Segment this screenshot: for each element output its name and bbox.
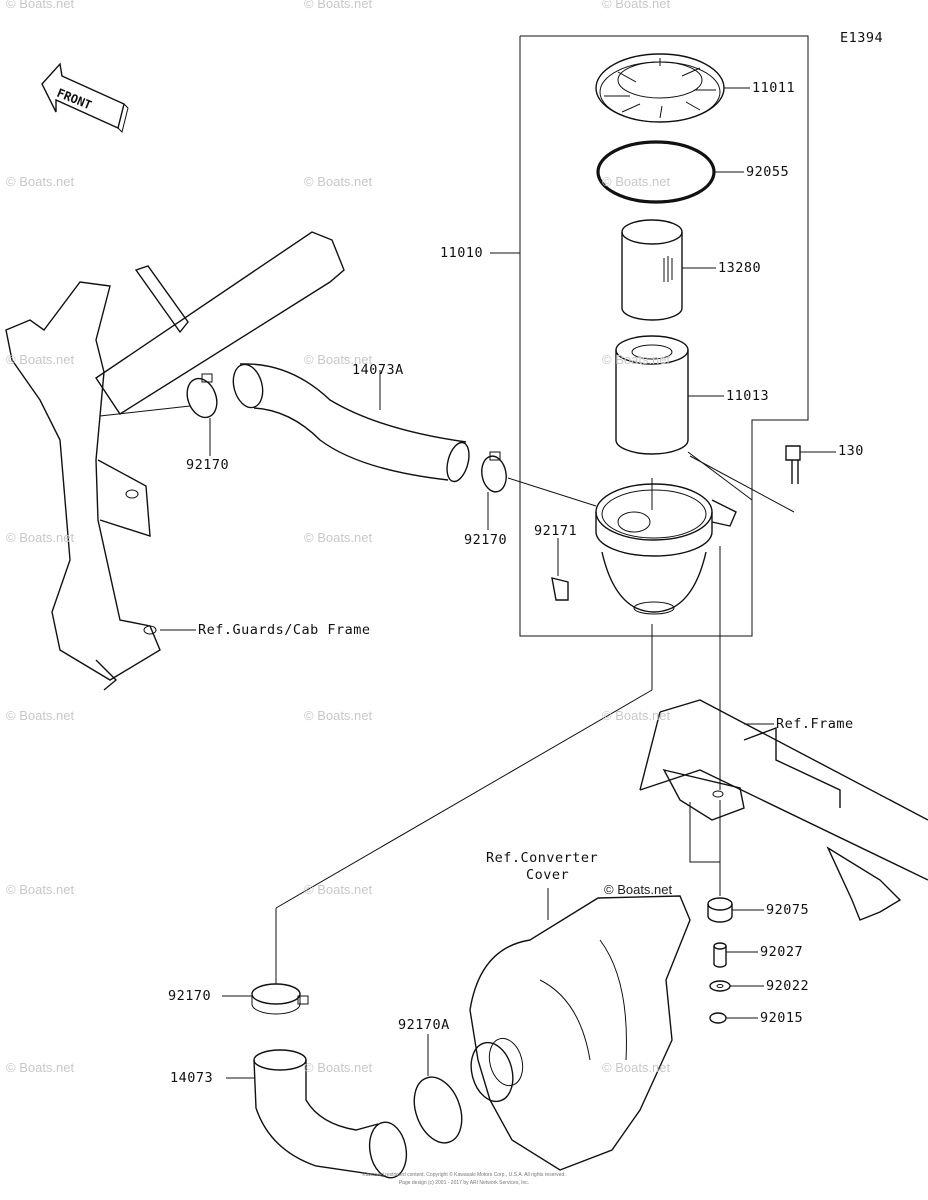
part-label-92075[interactable]: 92075 [766,902,810,918]
watermark: © Boats.net [604,882,673,897]
part-label-14073A[interactable]: 14073A [352,362,404,378]
watermark: © Boats.net [304,530,373,545]
watermark: © Boats.net [304,174,373,189]
front-arrow-icon [41,62,129,133]
part-label-14073[interactable]: 14073 [170,1070,214,1086]
footer-copyright: Kawasaki restricted content. Copyright ©… [362,1172,566,1178]
part-label-92170[interactable]: 92170 [186,457,230,473]
part-label-92170A[interactable]: 92170A [398,1017,450,1033]
clamp-92170-c [222,624,653,1015]
o-ring-92055 [596,140,744,204]
watermark: © Boats.net [6,708,75,723]
nut-92015 [709,1012,758,1024]
watermark: © Boats.net [6,174,75,189]
watermark: © Boats.net [6,352,75,367]
part-label-11013[interactable]: 11013 [726,388,770,404]
part-label-11011[interactable]: 11011 [752,80,796,96]
ref-label-frame: Ref.Frame [776,716,854,732]
ref-label-converter-cover-line2: Cover [526,867,570,883]
part-label-92055[interactable]: 92055 [746,164,790,180]
part-label-92170[interactable]: 92170 [464,532,508,548]
filter-element-13280 [621,219,716,321]
part-label-11010[interactable]: 11010 [440,245,484,261]
watermark: © Boats.net [304,1060,373,1075]
part-label-92027[interactable]: 92027 [760,944,804,960]
part-label-13280[interactable]: 13280 [718,260,762,276]
converter-cover [469,888,691,1171]
bolt-130 [689,445,836,513]
collar-92027 [713,942,758,968]
watermark: © Boats.net [304,0,373,11]
air-cleaner-cap-11011 [595,53,750,123]
watermark: © Boats.net [304,708,373,723]
watermark: © Boats.net [6,530,75,545]
air-cleaner-housing [595,451,753,615]
filter-element-11013 [615,335,724,455]
watermark: © Boats.net [602,708,671,723]
washer-92022 [709,980,764,992]
part-label-92015[interactable]: 92015 [760,1010,804,1026]
watermark: © Boats.net [304,352,373,367]
ref-label-converter-cover: Ref.Converter [486,850,599,866]
clamp-92170-b [481,451,597,530]
clamp-92170-a [99,373,218,456]
ref-label-guards-cab-frame: Ref.Guards/Cab Frame [198,622,371,638]
assembly-bracket-11010 [490,35,809,637]
watermark: © Boats.net [6,882,75,897]
footer-design: Page design (c) 2001 - 2017 by ARI Netwo… [398,1180,530,1186]
diagram-code: E1394 [840,30,884,46]
intake-duct-14073 [226,1049,408,1179]
watermark: © Boats.net [602,1060,671,1075]
watermark: © Boats.net [602,0,671,11]
part-label-92022[interactable]: 92022 [766,978,810,994]
main-frame [639,546,928,921]
part-label-92170[interactable]: 92170 [168,988,212,1004]
watermark: © Boats.net [602,174,671,189]
part-label-92171[interactable]: 92171 [534,523,578,539]
intake-duct-14073A [232,363,470,483]
watermark: © Boats.net [602,352,671,367]
grommet-92075 [707,897,764,923]
watermark: © Boats.net [304,882,373,897]
part-label-130[interactable]: 130 [838,443,864,459]
watermark: © Boats.net [6,0,75,11]
clip-92171 [551,538,569,601]
clamp-92170A [413,1034,463,1144]
watermark: © Boats.net [6,1060,75,1075]
